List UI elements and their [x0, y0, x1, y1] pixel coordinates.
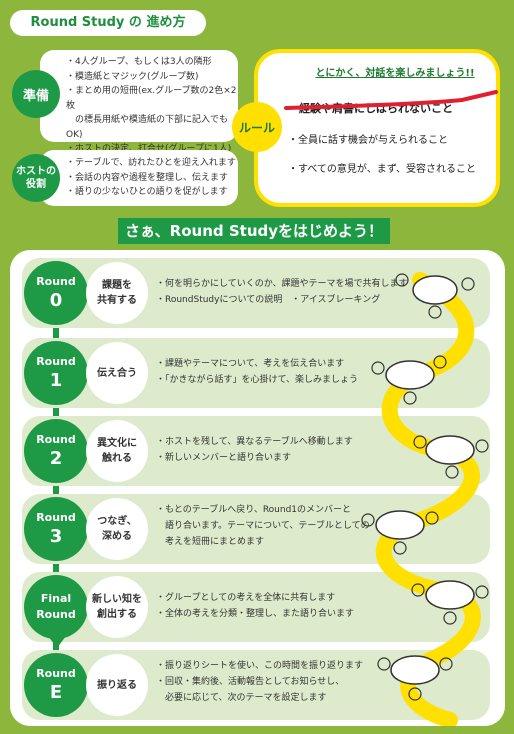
round-3-badge: Round 3: [24, 497, 88, 561]
prep-item: の標長用紙や模造紙の下部に記入でもOK): [66, 115, 229, 140]
round-number: 2: [49, 447, 63, 469]
red-strike-icon: [284, 90, 498, 110]
round-3-action: つなぎ、 深める: [86, 498, 148, 560]
round-1-action: 伝え合う: [86, 342, 148, 404]
round-word: Round: [36, 354, 76, 368]
round-word: Final: [40, 592, 72, 606]
detail-line: ・「かきながら話す」を心掛けて、楽しみましょう: [156, 375, 359, 385]
round-word: Round: [36, 666, 76, 680]
round-e-details: ・振り返りシートを使い、この時間を振り返ります ・回収・集約後、活動報告としてお…: [156, 658, 416, 706]
round-0-badge: Round 0: [24, 261, 88, 325]
round-number: 3: [49, 525, 63, 547]
detail-line: ・新しいメンバーと語り合います: [156, 453, 292, 463]
prep-panel: [40, 50, 238, 142]
prep-item: ・まとめ用の短冊(ex.グループ数の2色×2枚: [66, 86, 237, 111]
detail-line: 考えを短冊にまとめます: [156, 537, 265, 547]
round-final-badge: Final Round: [24, 575, 88, 639]
page-title: Round Study の 進め方: [10, 10, 206, 36]
detail-line: ・全体の考えを分類・整理し、また語り合います: [156, 609, 355, 619]
detail-line: 必要に応じて、次のテーマを設定します: [156, 693, 327, 703]
prep-item: ・4人グループ、もしくは3人の隣形: [66, 57, 212, 67]
prep-label: 準備: [12, 70, 60, 118]
host-label: ホストの 役割: [12, 154, 60, 202]
round-1-badge: Round 1: [24, 341, 88, 405]
host-panel: [40, 150, 238, 206]
prep-list: ・4人グループ、もしくは3人の隣形 ・模造紙とマジック(グループ数) ・まとめ用…: [66, 55, 238, 157]
round-word: Round: [36, 274, 76, 288]
round-number: 1: [49, 369, 63, 391]
prep-item: ・模造紙とマジック(グループ数): [66, 71, 199, 82]
round-number: E: [49, 681, 63, 703]
detail-line: ・回収・集約後、活動報告としてお知らせし、: [156, 677, 345, 687]
table-icon: [412, 275, 458, 305]
prep-item: ・ホストの決定、打合せ(グループに1人): [66, 144, 232, 154]
start-banner: さぁ、Round Studyをはじめよう！: [118, 218, 390, 244]
round-final-action: 新しい知を 創出する: [86, 576, 148, 638]
round-2-badge: Round 2: [24, 419, 88, 483]
detail-line: ・もとのテーブルへ戻り、Round1のメンバーと: [156, 505, 352, 515]
detail-line: ・振り返りシートを使い、この時間を振り返ります: [156, 661, 364, 671]
rule-item-2: ・全員に話す機会が与えられること: [288, 135, 448, 146]
detail-line: ・RoundStudyについての説明 ・アイスブレーキング: [156, 295, 381, 305]
down-arrow-icon: [48, 636, 66, 648]
round-number: Round: [36, 607, 76, 621]
workshop-illustration: [361, 272, 489, 726]
host-label-line1: ホストの: [16, 166, 56, 177]
table-icon: [390, 655, 440, 685]
round-number: 0: [49, 289, 63, 311]
round-1-details: ・課題やテーマについて、考えを伝え合います ・「かきながら話す」を心掛けて、楽し…: [156, 356, 416, 388]
detail-line: ・ホストを残して、異なるテーブルへ移動します: [156, 437, 353, 447]
host-item: ・語りの少ないひとの語りを促がします: [66, 187, 228, 197]
rules-panel: [254, 49, 500, 207]
host-item: ・テーブルで、訪れたひとを迎え入れます: [66, 158, 236, 168]
round-e-badge: Round E: [24, 653, 88, 717]
detail-line: 語り合います。テーマについて、テーブルとしての: [156, 521, 370, 531]
round-e-action: 振り返る: [86, 654, 148, 716]
rules-heading: とにかく、対話を楽しみましょう!!: [315, 68, 475, 79]
host-list: ・テーブルで、訪れたひとを迎え入れます ・会話の内容や過程を整理し、伝えます ・…: [66, 156, 238, 200]
round-word: Round: [36, 510, 76, 524]
round-2-action: 異文化に 触れる: [86, 420, 148, 482]
host-item: ・会話の内容や過程を整理し、伝えます: [66, 172, 229, 183]
table-icon: [375, 510, 425, 540]
round-final-details: ・グループとしての考えを全体に共有します ・全体の考えを分類・整理し、また語り合…: [156, 590, 416, 622]
table-icon: [385, 360, 435, 390]
rounds-panel: [10, 250, 505, 726]
round-0-details: ・何を明らかにしていくのか、課題やテーマを場で共有します ・RoundStudy…: [156, 276, 416, 308]
table-icon: [425, 580, 475, 610]
rule-item-3: ・すべての意見が、まず、受容されること: [288, 164, 476, 175]
table-icon: [425, 435, 475, 465]
host-label-line2: 役割: [26, 179, 46, 190]
rules-label: ルール: [232, 102, 282, 152]
detail-line: ・課題やテーマについて、考えを伝え合います: [156, 359, 345, 369]
round-word: Round: [36, 432, 76, 446]
detail-line: ・グループとしての考えを全体に共有します: [156, 593, 336, 603]
round-2-details: ・ホストを残して、異なるテーブルへ移動します ・新しいメンバーと語り合います: [156, 434, 416, 466]
detail-line: ・何を明らかにしていくのか、課題やテーマを場で共有します: [156, 279, 408, 289]
round-3-details: ・もとのテーブルへ戻り、Round1のメンバーと 語り合います。テーマについて、…: [156, 502, 416, 550]
round-0-action: 課題を 共有する: [86, 262, 148, 324]
